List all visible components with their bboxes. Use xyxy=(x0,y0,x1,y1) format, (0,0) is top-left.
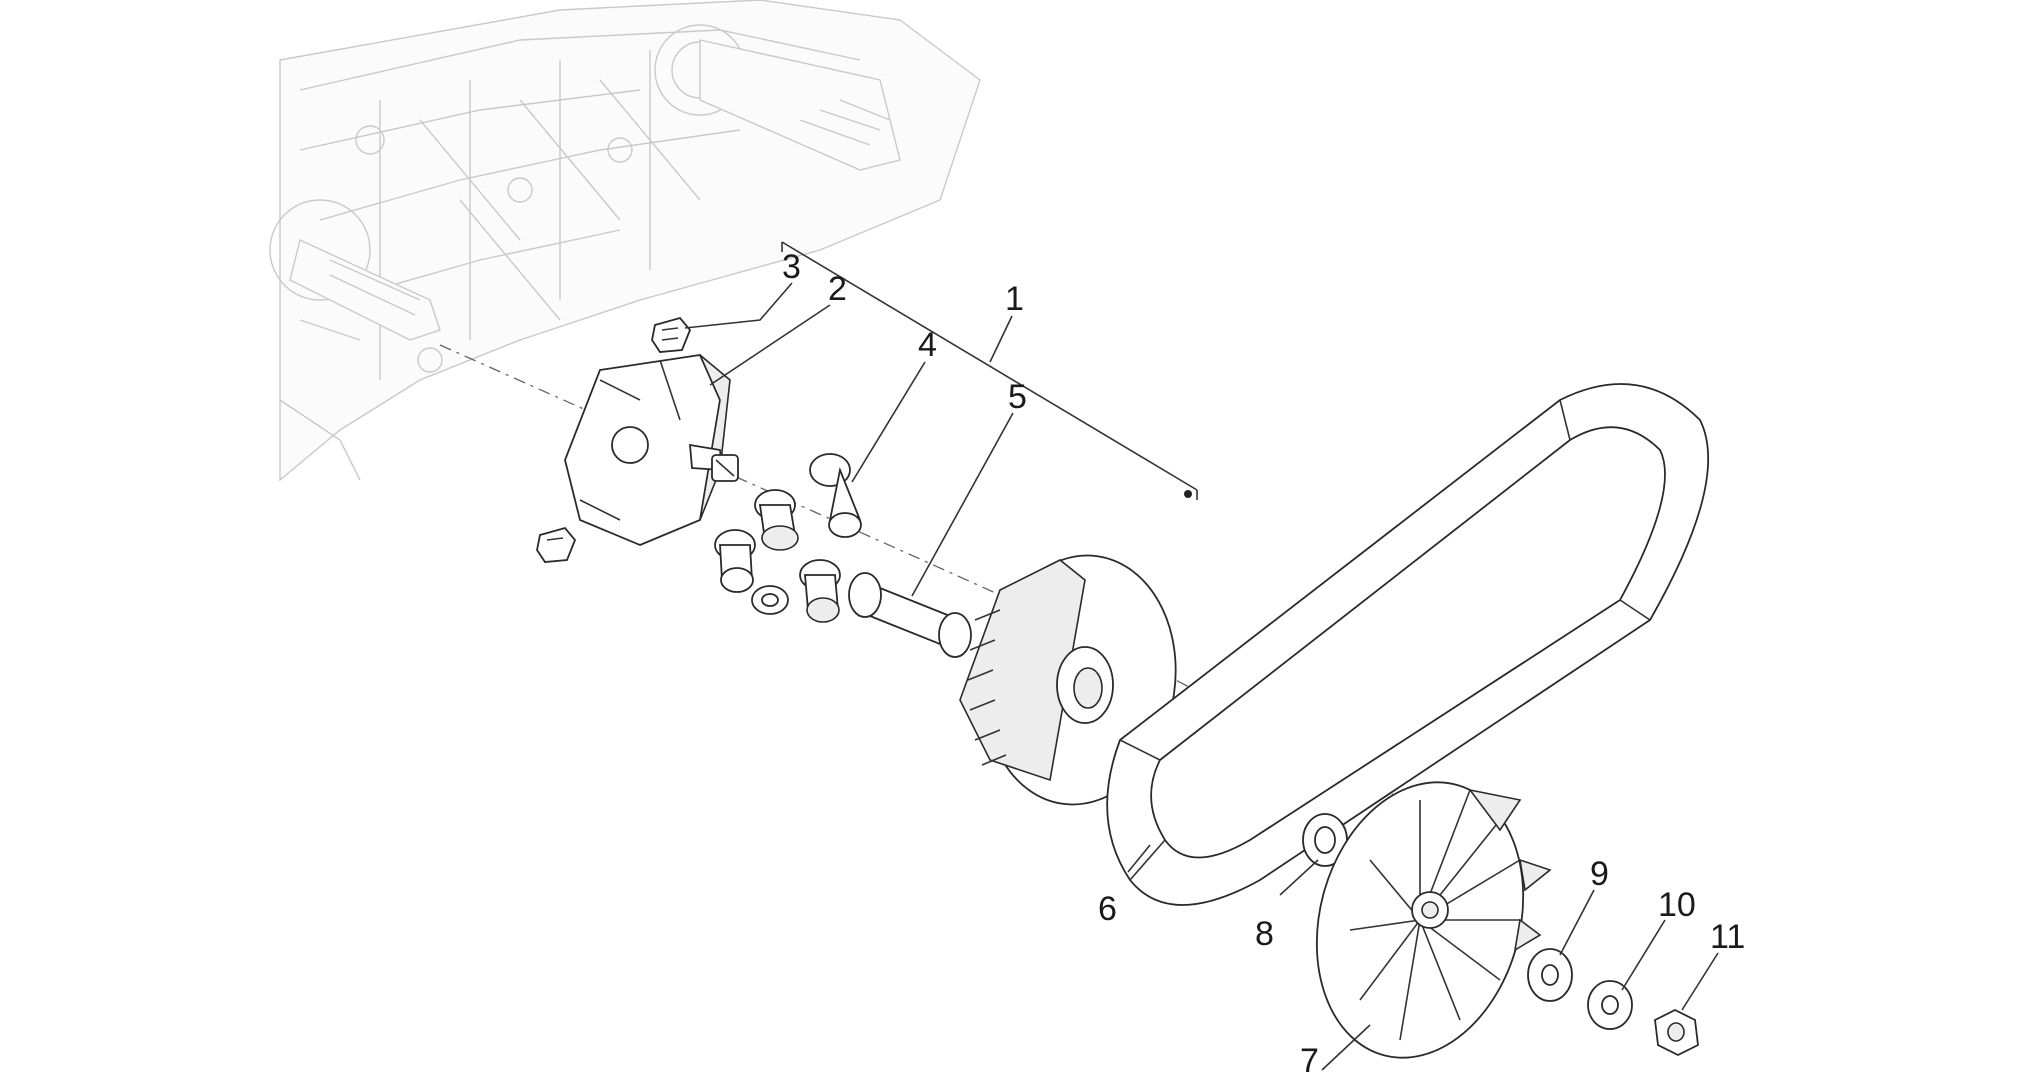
slider-clip-top xyxy=(651,316,692,353)
group-bracket xyxy=(781,241,1198,500)
leader-2 xyxy=(709,304,831,386)
roller-1 xyxy=(809,453,862,538)
callout-9: 9 xyxy=(1590,855,1609,893)
leader-9 xyxy=(1559,889,1595,956)
bushing-sleeve xyxy=(848,572,972,658)
callout-labels: 1 2 3 4 5 6 7 8 9 10 11 xyxy=(782,248,1745,1080)
leader-6 xyxy=(1127,844,1151,873)
callout-5: 5 xyxy=(1008,378,1027,416)
washer-8 xyxy=(1302,813,1348,867)
hub-cap xyxy=(711,454,739,482)
leader-8 xyxy=(1279,859,1319,896)
washer-9 xyxy=(1527,948,1573,1002)
callout-7: 7 xyxy=(1300,1042,1319,1080)
leader-1 xyxy=(989,315,1013,363)
rollers xyxy=(714,453,862,623)
callout-4: 4 xyxy=(918,326,937,364)
roller-2 xyxy=(754,489,799,551)
roller-5 xyxy=(751,585,789,615)
cooling-fan xyxy=(1315,781,1552,1059)
crankcase-ghost xyxy=(269,0,981,482)
callout-2: 2 xyxy=(828,270,847,308)
roller-3 xyxy=(714,529,756,593)
callout-3: 3 xyxy=(782,248,801,286)
movable-pulley xyxy=(959,554,1177,806)
leader-4 xyxy=(851,361,926,483)
leader-3 xyxy=(684,282,793,329)
drive-belt xyxy=(1106,383,1710,906)
roller-4 xyxy=(799,559,841,623)
leader-7 xyxy=(1321,1024,1371,1071)
washer-10 xyxy=(1587,980,1633,1030)
callout-10: 10 xyxy=(1658,886,1696,924)
leader-10 xyxy=(1621,919,1666,991)
slider-clip-bottom xyxy=(536,526,577,563)
callout-1: 1 xyxy=(1005,280,1024,318)
callout-8: 8 xyxy=(1255,915,1274,953)
leader-11 xyxy=(1681,952,1719,1011)
ramp-plate xyxy=(564,354,731,546)
leader-lines xyxy=(684,282,1719,1071)
leader-5 xyxy=(911,412,1014,597)
callout-6: 6 xyxy=(1098,890,1117,928)
nut-11 xyxy=(1654,1008,1699,1057)
callout-11: 11 xyxy=(1710,918,1745,956)
